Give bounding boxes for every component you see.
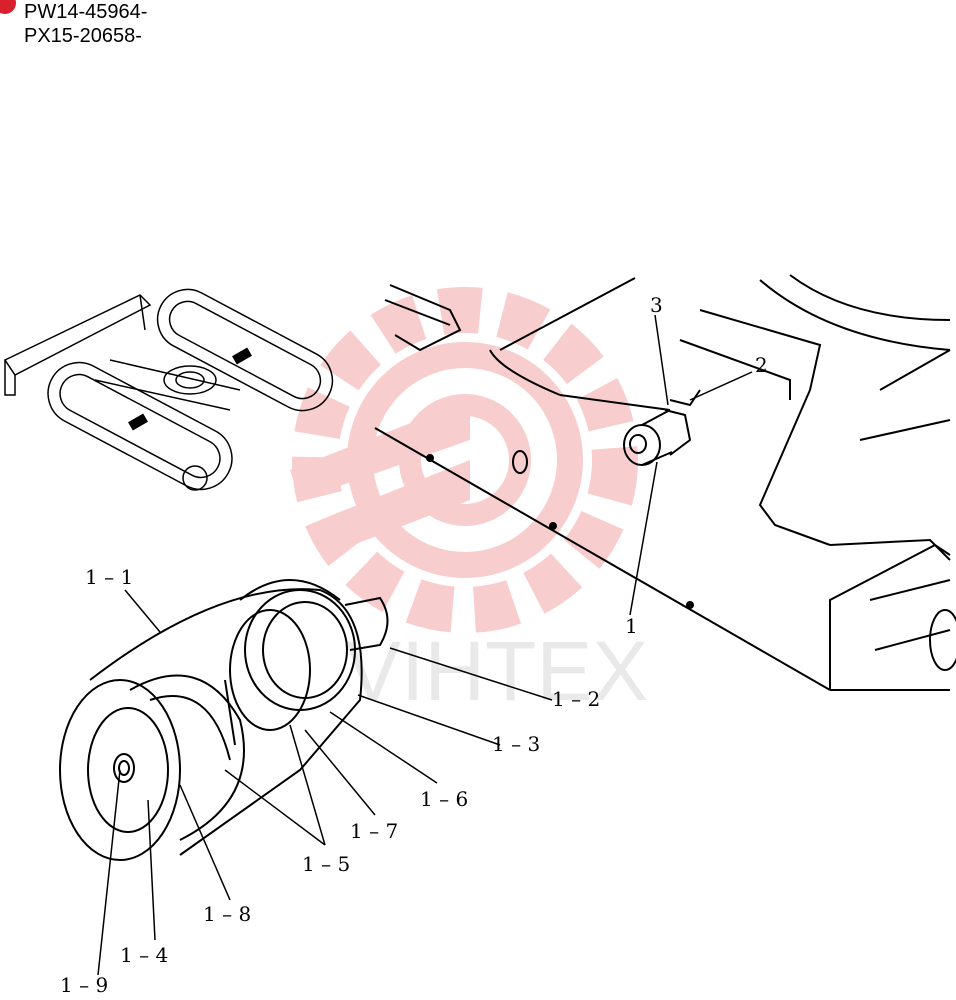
callout-1-3: 1 – 3 xyxy=(492,732,540,756)
serial-end: PX15-20658- xyxy=(24,25,142,47)
undercarriage-overview-figure xyxy=(3,288,334,491)
callout-1-2: 1 – 2 xyxy=(552,687,600,711)
serial-start: PW14-45964- xyxy=(24,1,148,23)
callout-1-1: 1 – 1 xyxy=(85,565,133,589)
carrier-roller-mounted xyxy=(623,389,701,466)
carrier-roller-exploded xyxy=(59,579,389,861)
callout-leaders xyxy=(97,314,753,976)
callout-2: 2 xyxy=(755,353,768,377)
callout-1-4: 1 – 4 xyxy=(120,943,168,967)
track-frame xyxy=(374,274,956,691)
region-badge xyxy=(0,0,16,14)
callout-1: 1 xyxy=(625,614,638,638)
callout-1-9: 1 – 9 xyxy=(60,973,108,997)
watermark-gear-logo xyxy=(290,287,638,633)
serial-range: PW14-45964- PX15-20658- xyxy=(24,0,147,48)
callout-1-8: 1 – 8 xyxy=(203,902,251,926)
callout-1-5: 1 – 5 xyxy=(302,852,350,876)
watermark-text: VIHTEX xyxy=(345,624,648,718)
callout-1-7: 1 – 7 xyxy=(350,819,398,843)
callout-1-6: 1 – 6 xyxy=(420,787,468,811)
callout-3: 3 xyxy=(650,293,663,317)
